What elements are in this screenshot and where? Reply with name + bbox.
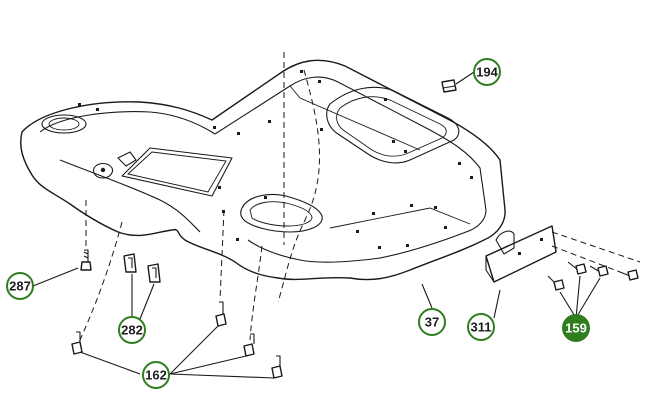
callout-37[interactable]: 37 [418,308,446,336]
callout-287[interactable]: 287 [6,272,34,300]
svg-text:194: 194 [476,65,498,80]
bracket-311 [485,225,557,283]
svg-text:282: 282 [121,323,143,338]
leader-lines [32,71,601,379]
callout-162[interactable]: 162 [142,361,170,389]
svg-text:287: 287 [9,279,31,294]
mounting-holes [78,70,473,249]
grommet-194 [441,79,457,93]
bolts-162 [71,301,283,379]
dashed-assembly-lines [79,52,320,341]
svg-text:159: 159 [565,321,587,336]
callout-311[interactable]: 311 [467,313,495,341]
body-panel [20,59,506,281]
callout-282[interactable]: 282 [118,316,146,344]
svg-text:162: 162 [145,368,167,383]
callout-194[interactable]: 194 [473,58,501,86]
bolts-159 [547,231,641,291]
clips-282 [123,253,161,283]
callout-159[interactable]: 159 [562,314,590,342]
bolt-287 [80,249,92,271]
svg-text:311: 311 [471,320,492,335]
svg-text:37: 37 [425,315,439,330]
